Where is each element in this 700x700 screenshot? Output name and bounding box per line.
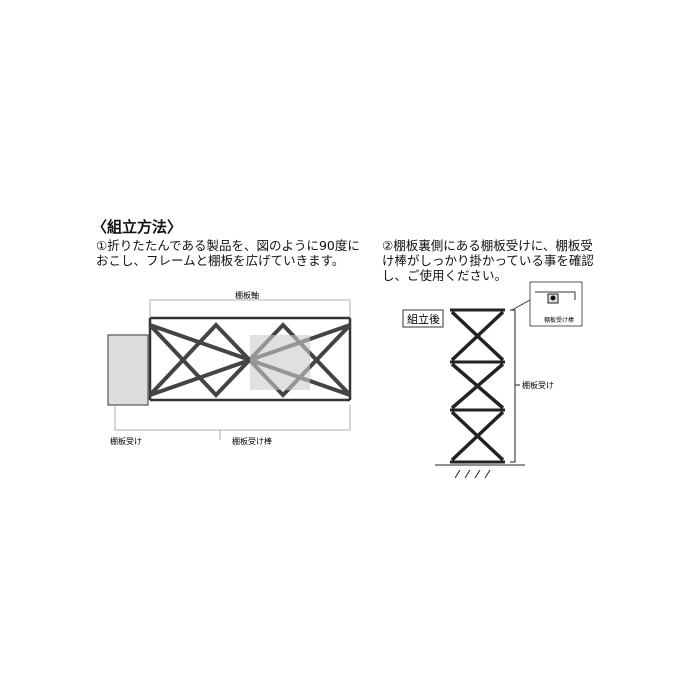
left-diagram (107, 299, 352, 440)
label-shelf-receiver: 棚板受け (110, 436, 142, 446)
label-right-rod: 棚板受け棒 (544, 316, 574, 324)
section-title: 〈組立方法〉 (92, 218, 183, 236)
label-right-receiver: 棚板受け (522, 380, 554, 390)
label-shelf-shaft: 棚板軸 (235, 290, 259, 300)
step-1: ①折りたたんである製品を、図のように90度におこし、フレームと棚板を広げていきま… (96, 238, 360, 268)
right-diagram (402, 281, 583, 479)
label-after-assembly: 組立後 (407, 312, 440, 326)
step-2: ②棚板裏側にある棚板受けに、棚板受け棒がしっかり掛かっている事を確認し、ご使用く… (382, 238, 594, 283)
label-receiver-rod: 棚板受け棒 (232, 436, 272, 446)
